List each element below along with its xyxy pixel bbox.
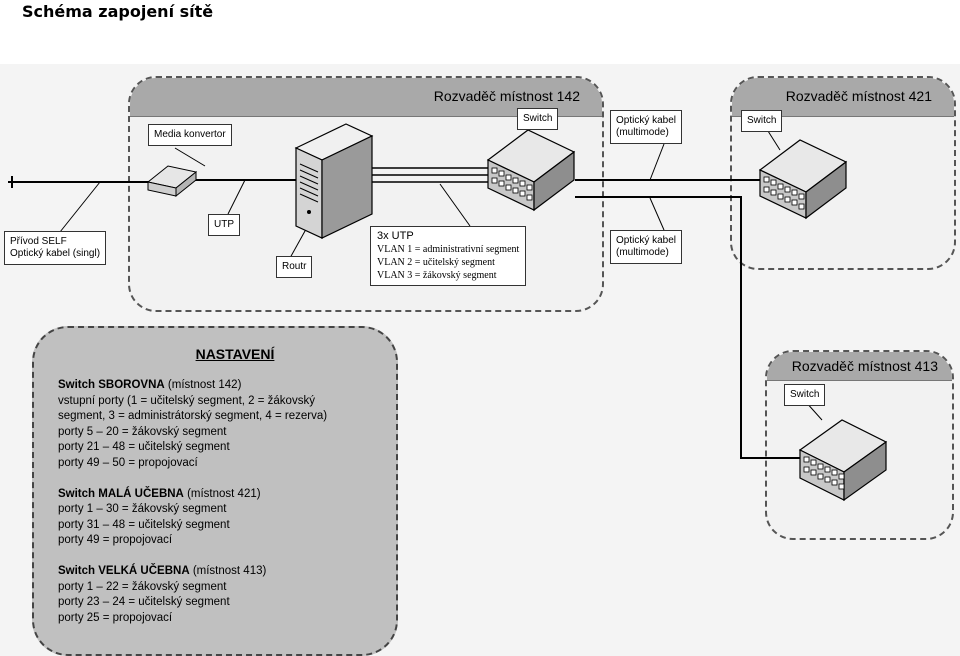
- switch-name: Switch SBOROVNA: [58, 379, 165, 391]
- rack-title: Rozvaděč místnost 413: [791, 358, 938, 374]
- vlan-legend-item: VLAN 2 = učitelský segment: [377, 257, 495, 268]
- vlan-legend-title: 3x UTP: [377, 230, 414, 242]
- media-converter-label: Media konvertor: [148, 124, 232, 146]
- settings-line: porty 25 = propojovací: [58, 611, 173, 624]
- room-note: (místnost 142): [164, 379, 242, 391]
- settings-group-mala-ucebna: Switch MALÁ UČEBNA (místnost 421) porty …: [58, 487, 327, 549]
- settings-line: porty 21 – 48 = učitelský segment: [58, 441, 230, 454]
- leader-line: [227, 179, 246, 215]
- settings-line: porty 1 – 22 = žákovský segment: [58, 580, 227, 593]
- leader-line: [767, 130, 781, 151]
- switch-421-icon: [758, 139, 848, 220]
- switch-421-label: Switch: [741, 110, 783, 132]
- vlan-legend: 3x UTP VLAN 1 = administrativní segment …: [370, 226, 527, 286]
- rack-header: Rozvaděč místnost 421: [732, 78, 954, 117]
- settings-group-sborovna: Switch SBOROVNA (místnost 142) vstupní p…: [58, 378, 327, 472]
- leader-line: [649, 197, 665, 231]
- optical-cable-label-line: Optický kabel: [616, 235, 677, 246]
- optical-cable-label-line: (multimode): [616, 247, 669, 258]
- rack-header: Rozvaděč místnost 413: [767, 352, 952, 381]
- room-note: (místnost 421): [183, 487, 261, 500]
- vlan-legend-item: VLAN 3 = žákovský segment: [377, 270, 497, 281]
- switch-413-icon: [798, 419, 888, 502]
- settings-group-title: Switch SBOROVNA (místnost 142): [58, 378, 327, 394]
- page-title: Schéma zapojení sítě: [22, 2, 214, 21]
- self-input-label-line: Přívod SELF: [10, 236, 67, 247]
- settings-line: porty 31 – 48 = učitelský segment: [58, 518, 230, 531]
- leader-line: [59, 181, 101, 233]
- switch-142-icon: [486, 129, 576, 212]
- settings-line: segment, 3 = administrátorský segment, 4…: [58, 410, 328, 423]
- self-input-label: Přívod SELF Optický kabel (singl): [4, 231, 107, 265]
- settings-line: porty 49 – 50 = propojovací: [58, 456, 198, 469]
- settings-panel: NASTAVENÍ Switch SBOROVNA (místnost 142)…: [32, 326, 398, 656]
- optical-cable-label-1: Optický kabel (multimode): [610, 110, 683, 144]
- self-input-label-line: Optický kabel (singl): [10, 248, 101, 259]
- vlan-legend-item: VLAN 1 = administrativní segment: [377, 244, 520, 255]
- settings-line: vstupní porty (1 = učitelský segment, 2 …: [58, 394, 315, 407]
- room-note: (místnost 413): [189, 564, 267, 577]
- settings-title: NASTAVENÍ: [195, 346, 275, 362]
- optical-cable-label-2: Optický kabel (multimode): [610, 230, 683, 264]
- settings-group-title: Switch MALÁ UČEBNA (místnost 421): [58, 487, 327, 503]
- rack-title: Rozvaděč místnost 142: [433, 88, 580, 104]
- settings-line: porty 1 – 30 = žákovský segment: [58, 503, 227, 516]
- settings-body: Switch SBOROVNA (místnost 142) vstupní p…: [58, 378, 327, 641]
- leader-line: [174, 147, 206, 167]
- media-converter-icon: [146, 165, 198, 198]
- utp-label: UTP: [208, 214, 240, 236]
- switch-413-label: Switch: [784, 384, 826, 406]
- rack-title: Rozvaděč místnost 421: [785, 88, 932, 104]
- router-icon: [294, 123, 374, 239]
- settings-line: porty 23 – 24 = učitelský segment: [58, 596, 230, 609]
- optical-cable-413: [575, 196, 800, 459]
- switch-142-label: Switch: [517, 108, 559, 130]
- leader-line: [649, 143, 665, 181]
- router-label: Routr: [276, 256, 313, 278]
- switch-name: Switch MALÁ UČEBNA: [58, 487, 184, 500]
- optical-cable-label-line: (multimode): [616, 127, 669, 138]
- optical-cable-label-line: Optický kabel: [616, 115, 677, 126]
- settings-group-title: Switch VELKÁ UČEBNA (místnost 413): [58, 564, 327, 580]
- settings-group-velka-ucebna: Switch VELKÁ UČEBNA (místnost 413) porty…: [58, 564, 327, 626]
- leader-line: [439, 183, 471, 227]
- settings-line: porty 49 = propojovací: [58, 534, 173, 547]
- settings-line: porty 5 – 20 = žákovský segment: [58, 425, 227, 438]
- switch-name: Switch VELKÁ UČEBNA: [58, 564, 190, 577]
